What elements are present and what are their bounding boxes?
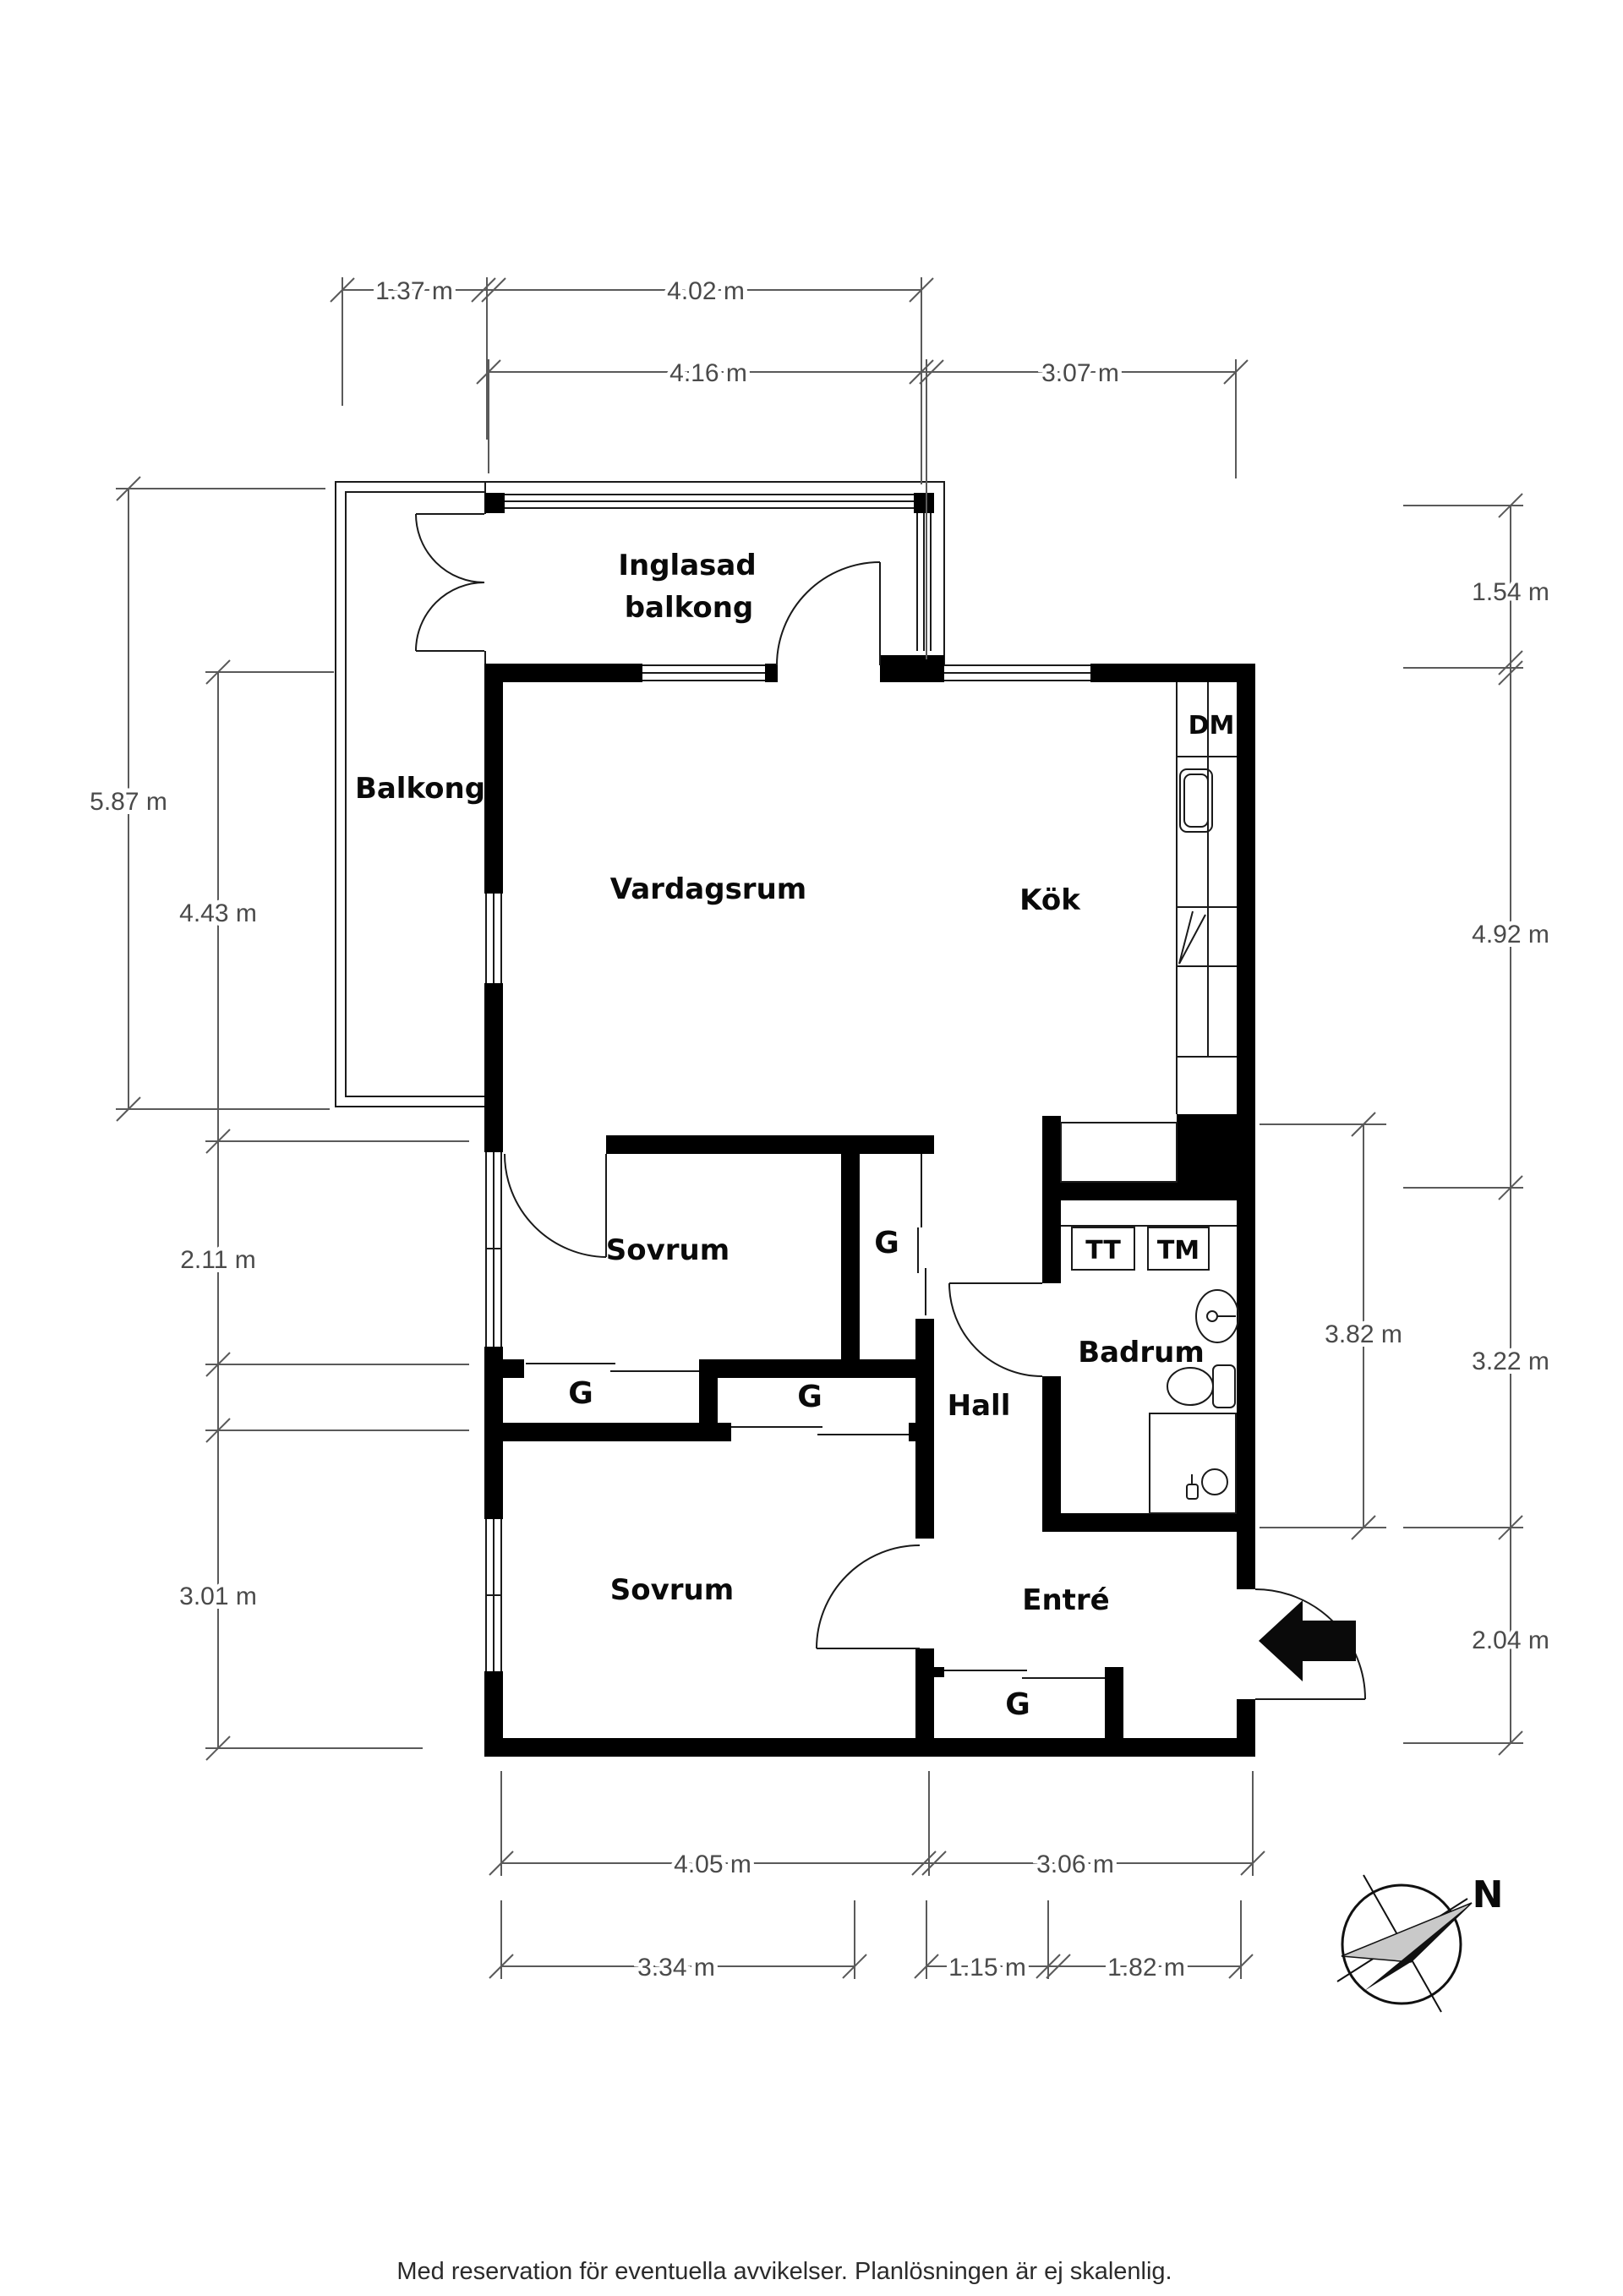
dim-bottom2-3: 1.82 m — [1107, 1954, 1185, 1982]
sliding-doors — [526, 1154, 1105, 1679]
room-label-entre: Entré — [1022, 1583, 1110, 1617]
glazing-lines — [505, 494, 932, 651]
compass-north-label: N — [1473, 1873, 1504, 1916]
dim-left-outer-1: 5.87 m — [90, 788, 167, 816]
dim-right-outer-2: 4.92 m — [1472, 921, 1549, 948]
sliding-door-g-upper — [917, 1154, 926, 1315]
door-sovrum-upper — [504, 1153, 607, 1258]
room-label-sovrum-upper: Sovrum — [606, 1233, 730, 1267]
dim-right-inner-1: 3.82 m — [1325, 1320, 1402, 1348]
dim-bottom2-1: 3.34 m — [637, 1954, 715, 1982]
closet-label-g-mid-left: G — [568, 1376, 593, 1411]
toilet-icon — [1167, 1364, 1236, 1408]
dim-left-inner-1: 4.43 m — [179, 899, 257, 927]
door-badrum — [948, 1282, 1043, 1377]
dim-top2-2: 3.07 m — [1041, 359, 1119, 387]
doors — [415, 513, 1366, 1700]
window-sovrum-upper-left — [485, 1152, 502, 1347]
dimension-left-inner: 4.43 m 2.11 m 3.01 m — [175, 659, 469, 1761]
windows — [485, 664, 1090, 1671]
dimension-bottom-row1: 4.05 m 3.06 m — [489, 1771, 1265, 1883]
dim-bottom1-2: 3.06 m — [1036, 1850, 1114, 1878]
sliding-door-g-mid-left — [526, 1363, 699, 1372]
dim-top1-1: 1.37 m — [375, 277, 453, 305]
closet-label-g-mid-right: G — [797, 1380, 822, 1414]
dim-left-inner-3: 3.01 m — [179, 1583, 257, 1610]
compass-icon: N — [1336, 1873, 1504, 2013]
dim-right-outer-1: 1.54 m — [1472, 578, 1549, 606]
dim-bottom1-1: 4.05 m — [674, 1850, 751, 1878]
door-french-balkong — [415, 513, 485, 652]
room-labels: Inglasad balkong Balkong Vardagsrum Kök … — [355, 549, 1234, 1722]
walls — [484, 493, 1255, 1757]
dim-right-outer-4: 2.04 m — [1472, 1626, 1549, 1654]
dimension-right-inner: 3.82 m — [1260, 1112, 1407, 1540]
room-label-sovrum-lower: Sovrum — [610, 1573, 734, 1607]
dim-top1-2: 4.02 m — [667, 277, 745, 305]
door-inglasad-balkong — [776, 561, 881, 666]
appliance-label-tt: TT — [1085, 1236, 1121, 1266]
appliance-label-dm: DM — [1189, 711, 1235, 741]
kitchen-niche — [1060, 1122, 1178, 1183]
dryer-box — [1071, 1227, 1135, 1271]
sliding-door-g-entre — [944, 1670, 1105, 1679]
room-label-balkong: Balkong — [355, 772, 485, 806]
bathroom-sink-icon — [1195, 1289, 1239, 1343]
disclaimer-text: Med reservation för eventuella avvikelse… — [396, 2258, 1172, 2285]
entry-arrow-icon — [1259, 1600, 1356, 1681]
window-vardagsrum-top — [642, 664, 765, 681]
room-label-badrum: Badrum — [1078, 1336, 1205, 1369]
door-sovrum-lower — [816, 1544, 921, 1649]
room-label-inglasad-line1: Inglasad — [618, 549, 756, 582]
dimension-top-row1: 1.37 m 4.02 m — [330, 273, 934, 484]
dimension-right-outer: 1.54 m 4.92 m 3.22 m 2.04 m — [1403, 493, 1554, 1756]
door-entry — [1254, 1588, 1366, 1700]
shower-icon — [1149, 1413, 1237, 1514]
closet-label-g-entre: G — [1005, 1687, 1030, 1722]
room-label-kok: Kök — [1019, 883, 1081, 917]
window-sovrum-lower-left — [485, 1519, 502, 1671]
dim-right-outer-3: 3.22 m — [1472, 1348, 1549, 1375]
washer-box — [1147, 1227, 1210, 1271]
bathroom-fixtures — [1061, 1225, 1239, 1514]
dimension-bottom-row2: 3.34 m 1.15 m 1.82 m — [489, 1900, 1254, 1986]
room-label-hall: Hall — [948, 1389, 1011, 1423]
room-label-vardagsrum: Vardagsrum — [610, 872, 806, 906]
window-vardagsrum-left — [485, 894, 502, 983]
dimension-top-row2: 4.16 m 3.07 m — [476, 355, 1249, 659]
dimension-chains: 1.37 m 4.02 m 4.16 m 3.07 m 5.87 m — [85, 273, 1554, 1986]
dimension-left-outer: 5.87 m — [85, 476, 330, 1122]
appliance-label-tm: TM — [1157, 1236, 1199, 1266]
kitchen-sink-icon — [1179, 768, 1213, 833]
dim-top2-1: 4.16 m — [669, 359, 747, 387]
stove-icon — [1178, 910, 1206, 965]
window-kok-top — [944, 664, 1090, 681]
dim-bottom2-2: 1.15 m — [948, 1954, 1026, 1982]
closet-label-g-upper: G — [874, 1226, 899, 1260]
kitchen-counter — [1176, 682, 1237, 1114]
sliding-door-g-mid-right — [731, 1426, 909, 1435]
dim-left-inner-2: 2.11 m — [180, 1246, 256, 1274]
room-label-inglasad-line2: balkong — [625, 591, 754, 625]
